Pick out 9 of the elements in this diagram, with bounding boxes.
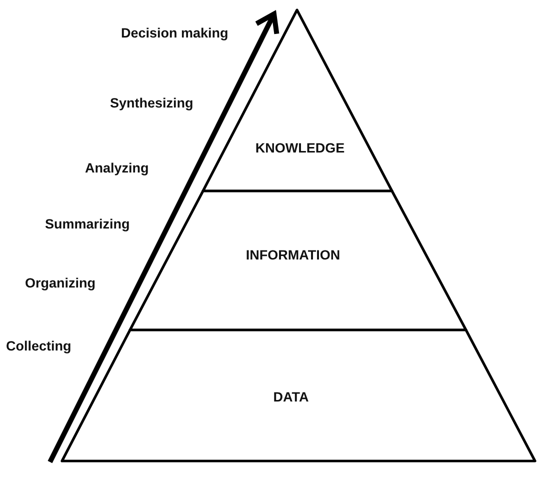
step-label: Analyzing — [85, 160, 149, 176]
step-label: Decision making — [121, 26, 228, 40]
tier-label: INFORMATION — [246, 248, 340, 262]
step-label: Summarizing — [45, 216, 130, 232]
tier-label: KNOWLEDGE — [255, 140, 345, 156]
tier-label: DATA — [273, 390, 309, 404]
step-label: Collecting — [6, 338, 72, 354]
step-label: Synthesizing — [110, 96, 194, 110]
step-label: Organizing — [25, 276, 96, 290]
